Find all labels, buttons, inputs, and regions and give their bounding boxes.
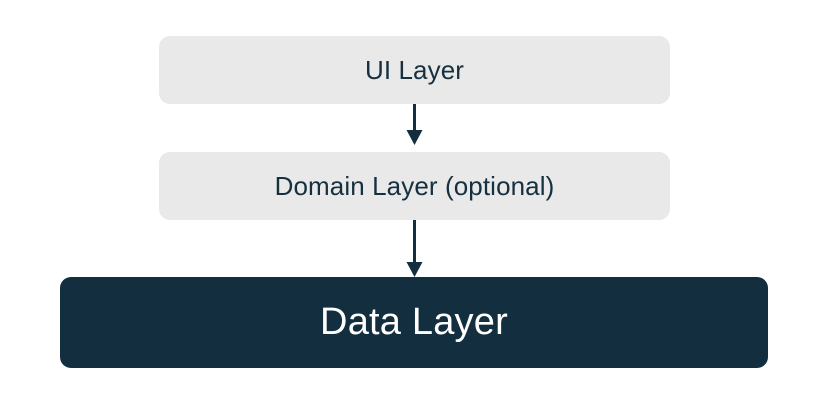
arrow-head-ui-to-domain	[406, 130, 423, 145]
layer-box-ui[interactable]: UI Layer	[159, 36, 670, 104]
layer-box-data[interactable]: Data Layer	[60, 277, 768, 368]
layer-label-domain: Domain Layer (optional)	[274, 170, 555, 201]
arrow-ui-to-domain	[406, 104, 423, 145]
layer-label-ui: UI Layer	[364, 54, 465, 85]
arrow-head-domain-to-data	[406, 262, 423, 277]
layer-label-data: Data Layer	[320, 301, 508, 343]
arrow-domain-to-data	[406, 220, 423, 277]
layer-box-domain[interactable]: Domain Layer (optional)	[159, 152, 670, 220]
